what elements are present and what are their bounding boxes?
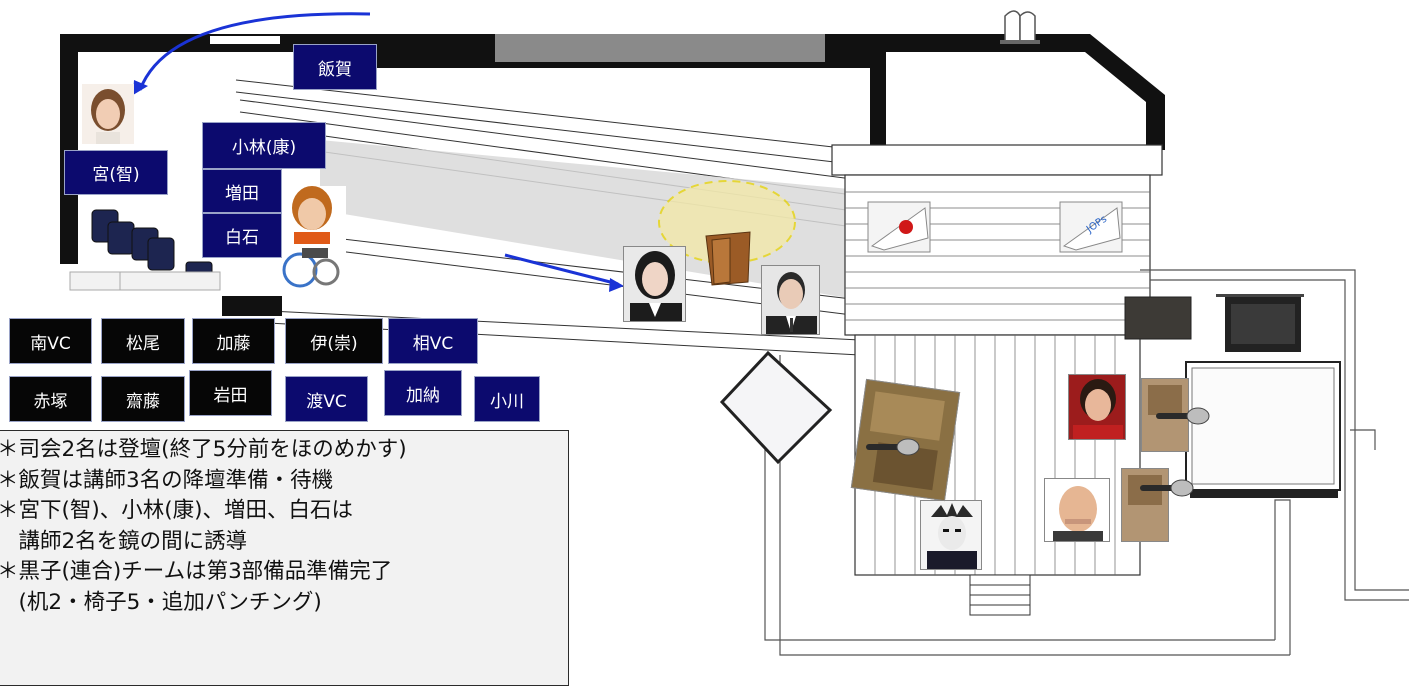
arrow-head-top xyxy=(133,80,148,95)
tag-matsuo: 松尾 xyxy=(101,318,185,364)
pedal-board xyxy=(1124,296,1192,340)
stage-steps xyxy=(969,574,1031,616)
tables xyxy=(69,271,221,291)
amplifier xyxy=(1216,294,1304,352)
note-line: 講師2名を鏡の間に誘導 xyxy=(0,528,248,554)
note-line: ＊飯賀は講師3名の降壇準備・待機 xyxy=(0,467,334,493)
flag-japan xyxy=(867,201,931,253)
tag-shiraishi: 白石 xyxy=(202,213,282,258)
microphone-icon xyxy=(1140,477,1194,497)
reflector-panel xyxy=(719,350,833,465)
tag-masuda: 増田 xyxy=(202,169,282,213)
tag-kano: 加納 xyxy=(384,370,462,416)
dark-panel xyxy=(222,296,282,316)
photo-wheelchair-athlete xyxy=(282,186,346,290)
photo-speaker-bald xyxy=(1044,478,1110,542)
photo-female-staff xyxy=(82,84,134,144)
building-walls xyxy=(60,34,1165,264)
microphone-icon xyxy=(866,436,920,456)
tag-ika: 飯賀 xyxy=(293,44,377,90)
photo-mc-female xyxy=(623,246,686,322)
door xyxy=(1004,10,1036,40)
note-line: ＊司会2名は登壇(終了5分前をほのめかす) xyxy=(0,437,407,462)
tag-kato: 加藤 xyxy=(192,318,275,364)
speaker-stand-right-bottom xyxy=(1121,468,1169,542)
tag-miya-tomo: 宮(智) xyxy=(64,150,168,195)
chairs xyxy=(91,209,213,277)
note-line: (机2・椅子5・追加パンチング) xyxy=(0,589,322,615)
microphone-icon xyxy=(1156,405,1210,425)
tag-i-takashi: 伊(崇) xyxy=(285,318,383,364)
tag-akatsuka: 赤塚 xyxy=(9,376,92,422)
tag-saito: 齋藤 xyxy=(101,376,185,422)
tag-ogawa: 小川 xyxy=(474,376,540,422)
tag-minami-vc: 南VC xyxy=(9,318,92,364)
projection-screen xyxy=(1185,361,1341,498)
notes-box: ＊司会2名は登壇(終了5分前をほのめかす) ＊飯賀は講師3名の降壇準備・待機 ＊… xyxy=(0,430,569,686)
direction-arrows xyxy=(138,12,619,286)
arrow-head-mid xyxy=(609,278,624,292)
tag-ai-vc: 相VC xyxy=(388,318,478,364)
photo-speaker-costume xyxy=(920,500,982,570)
tag-kobayashi-ko: 小林(康) xyxy=(202,122,326,169)
note-line: ＊宮下(智)、小林(康)、増田、白石は xyxy=(0,498,354,523)
note-line: ＊黒子(連合)チームは第3部備品準備完了 xyxy=(0,559,393,584)
flag-jops xyxy=(1059,201,1123,253)
lectern xyxy=(705,231,751,286)
photo-mc-male xyxy=(761,265,820,335)
photo-speaker-athlete xyxy=(1068,374,1126,440)
tag-iwata: 岩田 xyxy=(189,370,272,416)
tag-watari-vc: 渡VC xyxy=(285,376,368,422)
